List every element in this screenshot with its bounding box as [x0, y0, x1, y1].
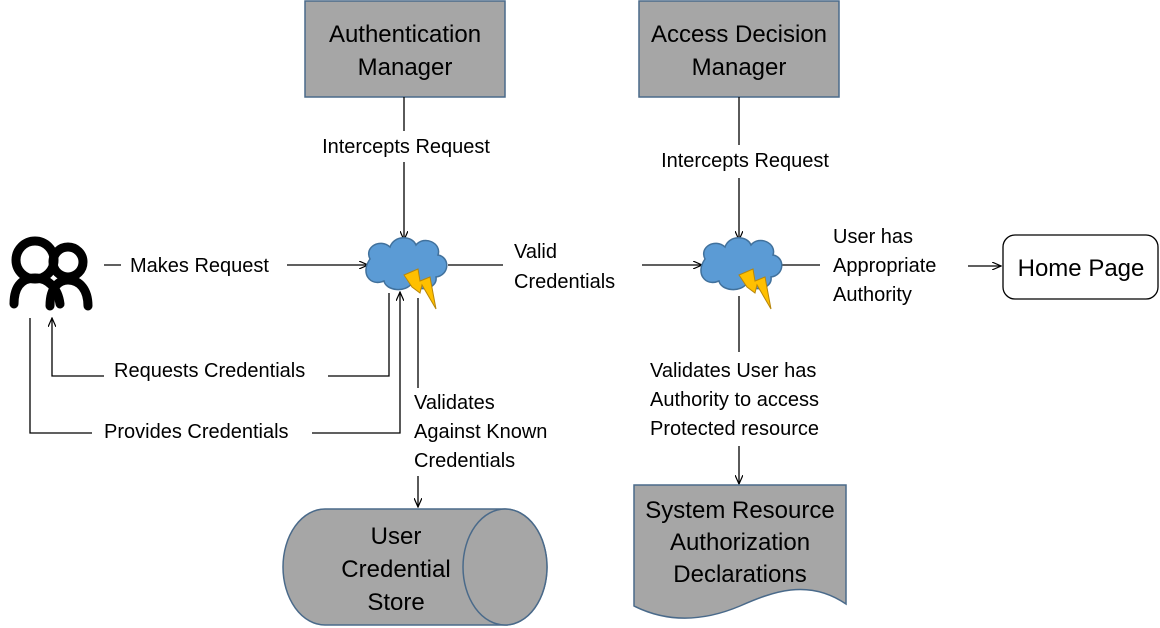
authority-label-3: Authority — [833, 284, 912, 306]
authentication-manager-box: Authentication Manager — [304, 0, 506, 98]
credential-store-label-1: User — [371, 523, 422, 550]
access-decision-manager-rect — [638, 0, 840, 98]
user-credential-store-cylinder: User Credential Store — [282, 508, 548, 626]
requests-credentials-arrow — [52, 318, 104, 377]
auth-filter-cloud-icon — [365, 237, 448, 310]
home-page-box: Home Page — [1002, 234, 1159, 300]
validates-authority-label-2: Authority to access — [650, 389, 819, 411]
provides-credentials-arrow — [312, 292, 400, 434]
authentication-manager-label-2: Manager — [358, 54, 453, 81]
validates-authority-label-3: Protected resource — [650, 418, 819, 440]
authentication-manager-rect — [304, 0, 506, 98]
validates-authority-label-1: Validates User has — [650, 360, 816, 382]
access-decision-manager-label-2: Manager — [692, 54, 787, 81]
system-resource-declarations-document: System Resource Authorization Declaratio… — [633, 484, 847, 619]
auth-intercepts-request-label: Intercepts Request — [322, 136, 490, 158]
auth-filter-lightning-icon — [403, 268, 437, 310]
makes-request-label: Makes Request — [130, 255, 269, 277]
home-page-label: Home Page — [1018, 255, 1145, 282]
access-decision-manager-box: Access Decision Manager — [638, 0, 840, 98]
validates-known-label-1: Validates — [414, 392, 495, 414]
requests-credentials-line — [328, 293, 390, 377]
valid-credentials-label-2: Credentials — [514, 271, 615, 293]
access-decision-manager-label-1: Access Decision — [651, 21, 827, 48]
authentication-manager-label-1: Authentication — [329, 21, 481, 48]
requests-credentials-label: Requests Credentials — [114, 360, 305, 382]
declarations-label-2: Authorization — [670, 529, 810, 556]
access-filter-cloud-icon — [700, 237, 783, 310]
user-group-icon — [9, 236, 93, 311]
provides-credentials-label: Provides Credentials — [104, 421, 289, 443]
validates-known-label-2: Against Known — [414, 421, 547, 443]
credential-store-label-2: Credential — [341, 556, 450, 583]
validates-known-label-3: Credentials — [414, 450, 515, 472]
declarations-label-3: Declarations — [673, 561, 806, 588]
access-filter-lightning-icon — [738, 268, 772, 310]
valid-credentials-label-1: Valid — [514, 241, 557, 263]
declarations-label-1: System Resource — [645, 497, 834, 524]
credential-store-label-3: Store — [367, 589, 424, 616]
authority-label-1: User has — [833, 226, 913, 248]
access-intercepts-request-label: Intercepts Request — [661, 150, 829, 172]
provides-credentials-line — [29, 318, 92, 434]
authority-label-2: Appropriate — [833, 255, 936, 277]
